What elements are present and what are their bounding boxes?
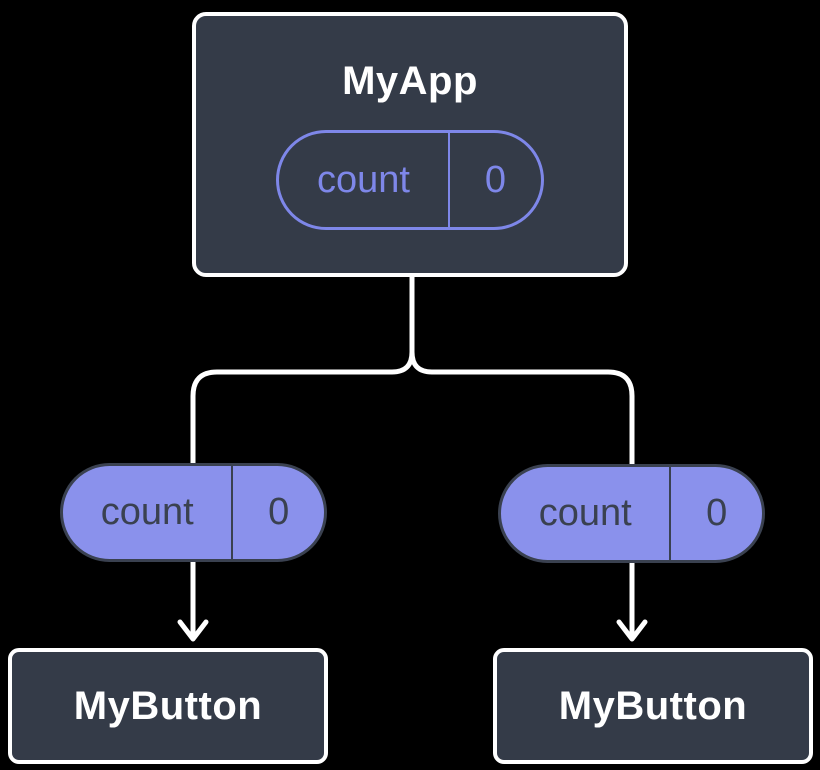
prop-pill-name: count <box>63 466 234 559</box>
node-myapp-title: MyApp <box>342 59 478 103</box>
node-mybutton-right: MyButton <box>493 648 813 764</box>
arrowhead-left-icon <box>177 619 209 642</box>
prop-pill-value: 0 <box>706 492 728 534</box>
state-pill-name: count <box>279 133 450 227</box>
arrowhead-right-icon <box>616 619 648 642</box>
prop-pill-count-left: count 0 <box>60 463 327 562</box>
branch-right-line <box>409 267 635 640</box>
prop-pill-value: 0 <box>268 491 290 533</box>
node-mybutton-right-title: MyButton <box>558 683 748 728</box>
node-mybutton-left-title: MyButton <box>73 683 263 728</box>
state-pill-count: count 0 <box>276 130 544 230</box>
prop-pill-name: count <box>501 467 672 560</box>
node-mybutton-left: MyButton <box>8 648 328 764</box>
state-pill-value: 0 <box>484 158 507 201</box>
branch-left-line <box>190 267 415 640</box>
node-myapp: MyApp count 0 <box>192 12 628 277</box>
prop-pill-count-right: count 0 <box>498 464 765 563</box>
